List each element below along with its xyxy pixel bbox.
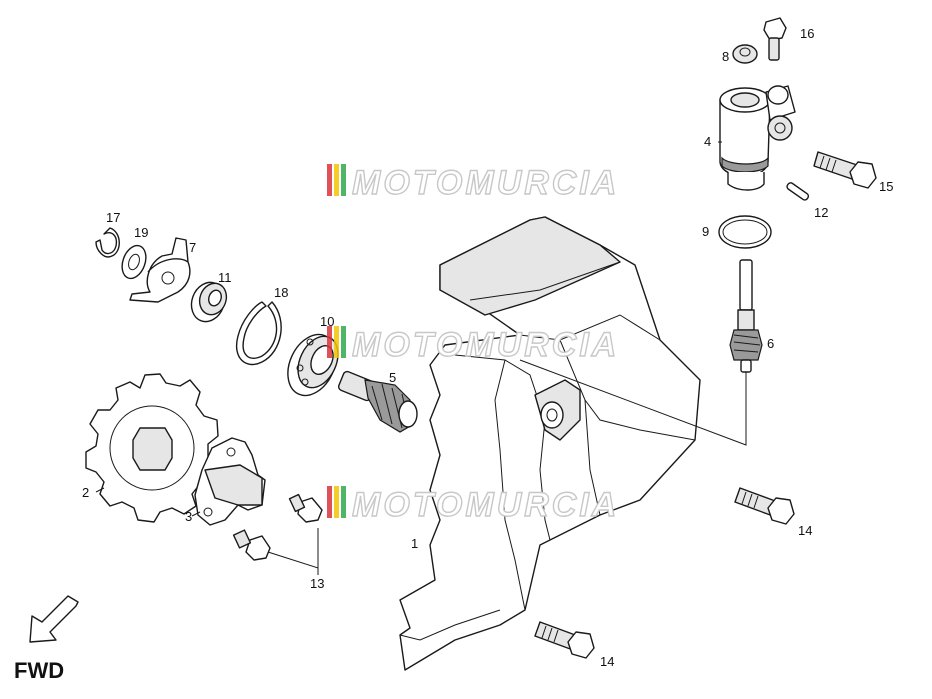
callout-7: 7: [189, 240, 196, 255]
part-5-drive-gear: [337, 370, 418, 433]
watermark-bottom: MOTOMURCIA: [327, 485, 619, 525]
callout-10: 10: [320, 314, 334, 329]
callout-19: 19: [134, 225, 148, 240]
part-10-bearing: [287, 333, 339, 397]
callout-14-right: 14: [798, 523, 812, 538]
part-18-circlip: [235, 301, 282, 366]
part-7-guide-plate: [129, 237, 191, 303]
callout-4: 4: [704, 134, 711, 149]
part-16-bolt: [763, 17, 787, 61]
part-3-lock-plate: [194, 437, 266, 526]
part-17-snap-ring: [95, 227, 120, 258]
callout-16: 16: [800, 26, 814, 41]
part-9-o-ring: [718, 215, 772, 249]
part-14-bolt-right: [734, 487, 795, 525]
callout-9: 9: [702, 224, 709, 239]
part-19-washer: [121, 244, 147, 280]
part-15-bolt: [813, 151, 877, 189]
part-11-oil-seal: [190, 281, 228, 323]
part-14-bolt-lower: [534, 621, 595, 659]
callout-8: 8: [722, 49, 729, 64]
fwd-label: FWD: [14, 658, 64, 683]
callout-3: 3: [185, 509, 192, 524]
callout-6: 6: [767, 336, 774, 351]
part-6-speedo-shaft: [729, 259, 763, 373]
callout-11: 11: [218, 270, 232, 285]
callout-5: 5: [389, 370, 396, 385]
watermark-top: MOTOMURCIA: [327, 163, 619, 203]
part-8-nut: [732, 44, 758, 64]
callout-1: 1: [411, 536, 418, 551]
callout-2: 2: [82, 485, 89, 500]
leader-lines: [95, 141, 747, 575]
part-4-speedo-housing: [719, 85, 796, 191]
watermark-text-bottom: MOTOMURCIA: [352, 486, 619, 524]
watermark-middle: MOTOMURCIA: [327, 325, 619, 365]
callout-18: 18: [274, 285, 288, 300]
watermark-text-middle: MOTOMURCIA: [352, 326, 619, 364]
part-1-sprocket-cover: [399, 216, 701, 671]
callout-14-lower: 14: [600, 654, 614, 669]
callout-13: 13: [310, 576, 324, 591]
part-13-bolts: [232, 493, 323, 561]
forward-arrow-icon: [29, 595, 79, 643]
callout-15: 15: [879, 179, 893, 194]
part-2-front-sprocket: [85, 373, 219, 523]
callout-numbers: 1 2 3 4 5 6 7 8 9 10 11 12 13 14 14 15 1…: [82, 26, 893, 669]
callout-17: 17: [106, 210, 120, 225]
watermark-text-top: MOTOMURCIA: [352, 164, 619, 202]
callout-12: 12: [814, 205, 828, 220]
part-12-pin: [786, 182, 810, 201]
